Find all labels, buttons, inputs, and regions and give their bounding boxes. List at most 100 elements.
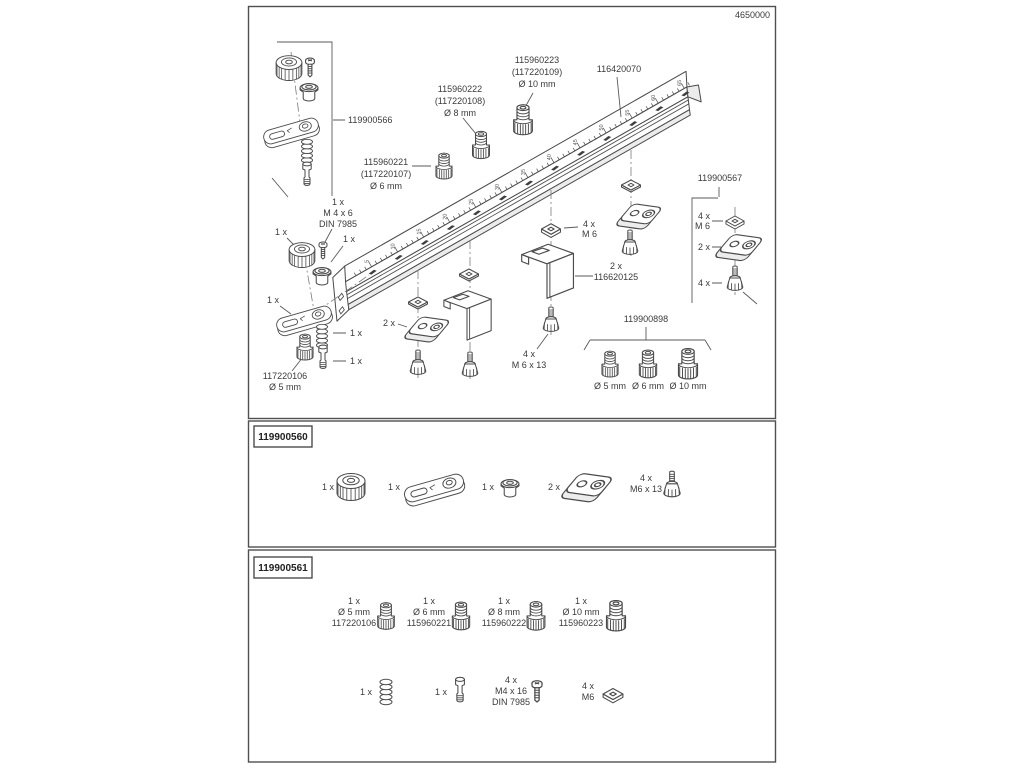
kit561-screw-spec: M4 x 16: [495, 686, 527, 696]
bracket-part: 116620125: [594, 272, 638, 282]
pin-screw: [302, 161, 312, 186]
bushing10-part: 115960223: [515, 55, 559, 65]
kit567-nut-spec: M 6: [695, 221, 710, 231]
rail-scale-number: 40: [547, 154, 553, 160]
kit561-b8-qty: 1 x: [498, 596, 511, 606]
square-nut-m6: [541, 223, 561, 238]
bushing-10mm: [605, 599, 627, 632]
kit561-b6-size: Ø 6 mm: [413, 607, 445, 617]
bushing-10mm: [513, 104, 533, 136]
kit561-b8-size: Ø 8 mm: [488, 607, 520, 617]
knurled-knob: [275, 55, 303, 81]
thumb-screw: [663, 470, 681, 498]
kit898-size-10: Ø 10 mm: [669, 381, 706, 391]
bushing-8mm: [472, 130, 490, 160]
pin-qty: 1 x: [350, 356, 363, 366]
kit561-spring-qty: 1 x: [360, 687, 373, 697]
knurled-knob: [288, 242, 316, 268]
rail-scale-number: 25: [469, 199, 475, 205]
kit561-box: [247, 549, 777, 763]
thumb-screw: [726, 265, 744, 291]
rail-slot-holes: [368, 91, 690, 275]
bushing6-size: Ø 6 mm: [370, 181, 402, 191]
bushing8-part: 115960222: [438, 84, 482, 94]
kit561-pin-qty: 1 x: [435, 687, 448, 697]
m6-nut-spec: M 6: [582, 229, 597, 239]
angle-bracket: [521, 243, 575, 299]
knurled-knob: [336, 473, 366, 501]
rail-scale-number: 5: [364, 260, 370, 263]
rail-bottom-edge: [347, 109, 691, 311]
rail-scale-number: 15: [416, 228, 422, 234]
square-nut-m6: [725, 215, 745, 230]
bushing6-alt: (117220107): [361, 169, 411, 179]
thumb-screw: [461, 351, 479, 377]
kit560-thumb-qty: 4 x: [640, 473, 653, 483]
pan-head-screw: [318, 241, 328, 260]
rail-scale-number: 55: [625, 109, 631, 115]
square-washer: [621, 179, 641, 193]
bushing8-size: Ø 8 mm: [444, 108, 476, 118]
rail-scale-number: 60: [651, 95, 657, 101]
rail-scale-ticks: [353, 82, 690, 276]
bushing-6mm: [638, 349, 658, 379]
rail-scale-number: 35: [521, 169, 527, 175]
thumb-spec: M 6 x 13: [512, 360, 547, 370]
clamp-plate: [402, 315, 452, 344]
thumb-screw: [542, 306, 560, 332]
kit567-thumb-qty: 4 x: [698, 278, 711, 288]
bushing-8mm: [526, 601, 546, 631]
bushing10-size: Ø 10 mm: [518, 79, 555, 89]
flanged-screw: [299, 83, 319, 102]
group-566-label: 119900566: [348, 115, 392, 125]
pin-screw: [455, 676, 465, 703]
bracket-qty: 2 x: [610, 261, 623, 271]
kit560-label: 119900560: [258, 432, 308, 443]
kit561-b6-part: 115960221: [407, 618, 451, 628]
kit561-screw-std: DIN 7985: [492, 697, 530, 707]
kit560-plate-qty: 1 x: [388, 482, 401, 492]
bushing-6mm: [435, 152, 453, 180]
group-898-bracket: [583, 327, 712, 351]
kit561-b10-part: 115960223: [559, 618, 603, 628]
kit561-b8-part: 115960222: [482, 618, 526, 628]
kit567-nut-qty: 4 x: [698, 211, 711, 221]
square-washer: [459, 268, 479, 282]
kit561-b5-size: Ø 5 mm: [338, 607, 370, 617]
clamp-plate: [713, 233, 765, 262]
kit561-screw-qty: 4 x: [505, 675, 518, 685]
m6-nut-qty: 4 x: [583, 219, 596, 229]
thumb-screw: [409, 349, 427, 375]
thumb-qty: 4 x: [523, 349, 536, 359]
spring: [301, 138, 313, 164]
kit561-b10-qty: 1 x: [575, 596, 588, 606]
kit898-size-5: Ø 5 mm: [594, 381, 626, 391]
m4-screw-std: DIN 7985: [319, 219, 357, 229]
rail-part-label: 116420070: [597, 64, 641, 74]
kit561-nut-spec: M6: [582, 692, 595, 702]
guide-plate: [261, 116, 322, 150]
guide-plate: [402, 471, 467, 509]
kit561-b5-part: 117220106: [332, 618, 376, 628]
kit567-clamp-qty: 2 x: [698, 242, 711, 252]
group-566-bracket: [271, 41, 333, 198]
clamp-qty: 2 x: [383, 318, 396, 328]
leader-lines: [279, 76, 723, 372]
knurled-bushing-5mm: [296, 333, 314, 361]
thumb-screw: [621, 229, 639, 255]
kit560-screw-qty: 1 x: [482, 482, 495, 492]
bushing-5mm: [377, 602, 395, 630]
group-567-label: 119900567: [698, 173, 742, 183]
rail-scale-number: 20: [442, 213, 448, 219]
m4-screw-qty: 1 x: [332, 197, 345, 207]
bushing-5mm: [601, 350, 619, 378]
flanged-screw: [500, 479, 520, 498]
kit561-label-box: [253, 556, 313, 579]
kit561-nut-qty: 4 x: [582, 681, 595, 691]
kit560-clamp-qty: 2 x: [548, 482, 561, 492]
group-898-label: 119900898: [624, 314, 668, 324]
kit561-label: 119900561: [258, 563, 308, 574]
